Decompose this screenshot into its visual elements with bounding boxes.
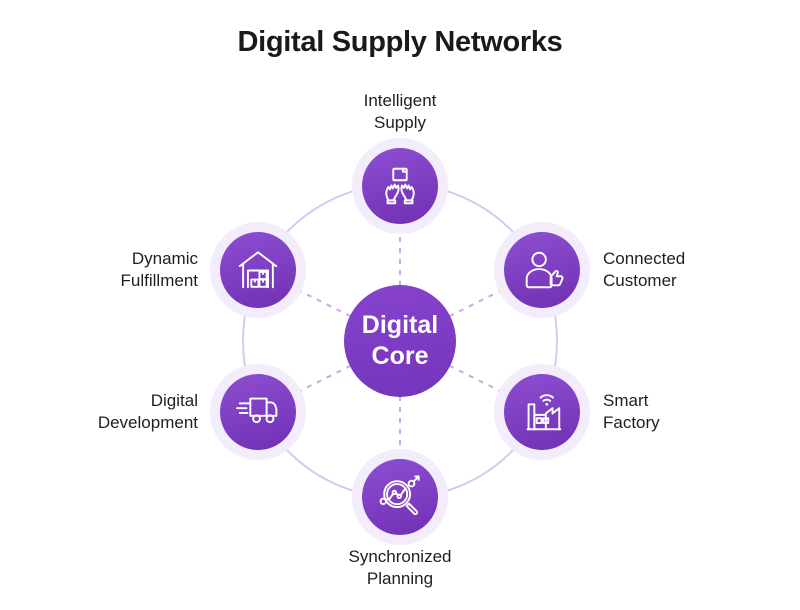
factory-wifi-icon	[526, 394, 562, 431]
magnifier-chart-icon	[379, 475, 420, 515]
node-intelligent-supply	[352, 138, 448, 234]
node-label-synchronized-planning: Synchronized Planning	[348, 547, 452, 588]
node-smart-factory	[494, 364, 590, 460]
node-halo	[210, 222, 306, 318]
center-node-digital-core: Digital Core	[344, 285, 456, 397]
node-label-intelligent-supply: Intelligent Supply	[363, 91, 437, 132]
node-label-dynamic-fulfillment: Dynamic Fulfillment	[120, 249, 198, 290]
node-disc	[504, 374, 580, 450]
node-halo	[494, 364, 590, 460]
node-connected-customer	[494, 222, 590, 318]
node-disc	[362, 148, 438, 224]
node-halo	[494, 222, 590, 318]
node-disc	[504, 232, 580, 308]
node-digital-development	[210, 364, 306, 460]
node-dynamic-fulfillment	[210, 222, 306, 318]
node-disc	[220, 232, 296, 308]
person-thumbs-up-icon	[525, 251, 564, 289]
node-label-smart-factory: Smart Factory	[603, 391, 660, 432]
diagram-title: Digital Supply Networks	[237, 26, 563, 58]
center-label: Digital Core	[361, 311, 439, 370]
warehouse-boxes-icon	[238, 251, 278, 289]
node-label-connected-customer: Connected Customer	[603, 249, 686, 290]
node-label-digital-development: Digital Development	[97, 391, 198, 432]
node-disc	[362, 459, 438, 535]
node-synchronized-planning	[352, 449, 448, 545]
fast-truck-icon	[235, 397, 278, 424]
hands-box-icon	[385, 167, 415, 205]
node-disc	[220, 374, 296, 450]
node-halo	[352, 449, 448, 545]
node-halo	[210, 364, 306, 460]
node-halo	[352, 138, 448, 234]
